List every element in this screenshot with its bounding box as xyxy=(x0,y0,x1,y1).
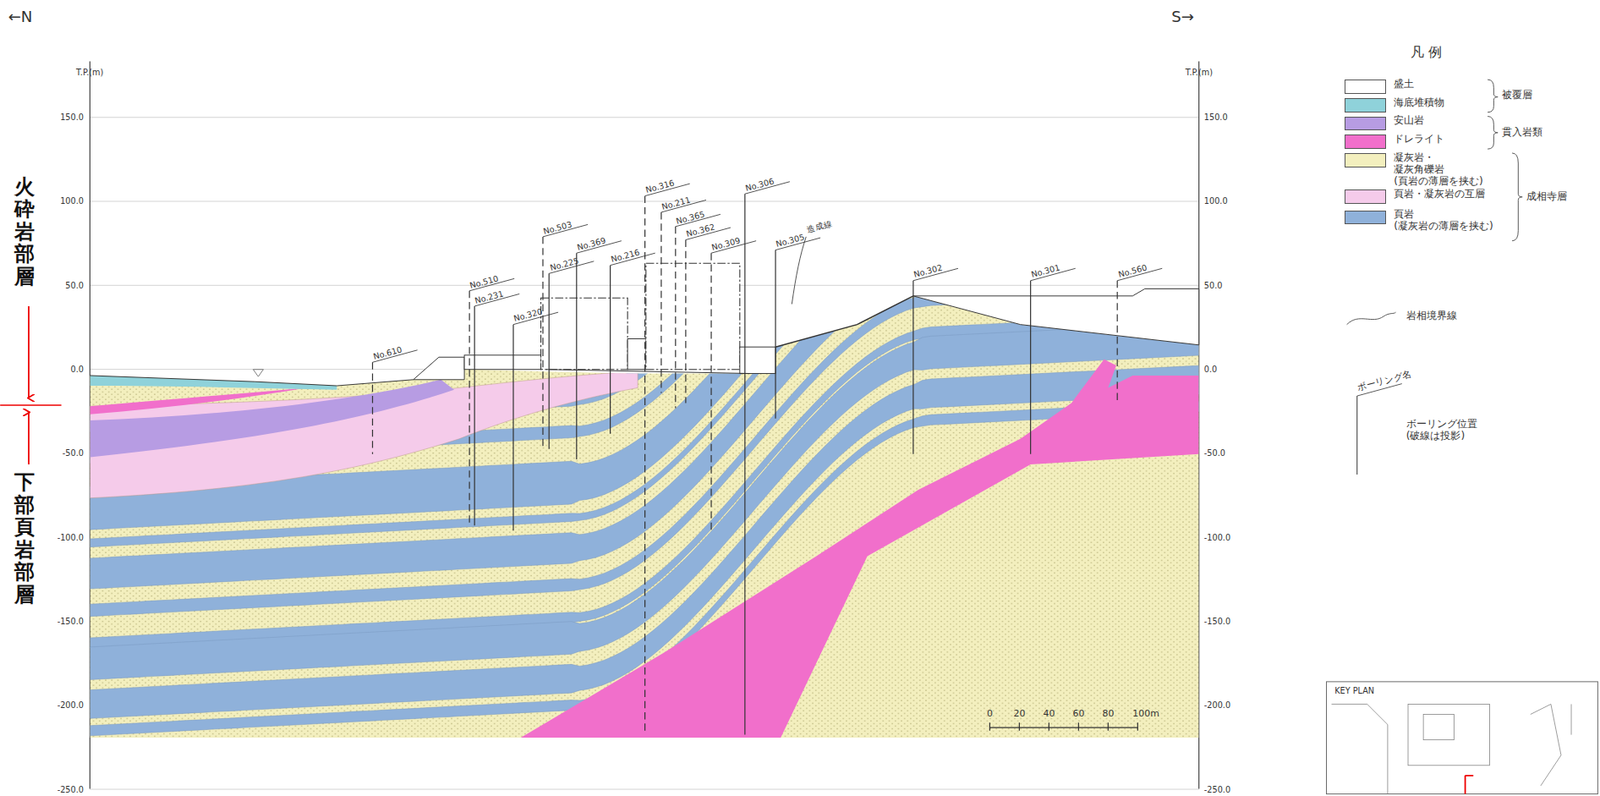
axis-tick: 50.0 xyxy=(65,280,84,291)
scale-label: 20 xyxy=(1013,708,1025,720)
boring-name: No.320 xyxy=(512,306,543,324)
boring-name: No.231 xyxy=(474,288,505,306)
legend-note: ボーリング位置 (破線は投影) xyxy=(1406,418,1478,443)
axis-tick: 0.0 xyxy=(71,364,84,374)
boring-name: No.305 xyxy=(775,232,806,250)
boring-name: No.309 xyxy=(711,235,742,253)
legend-swatch xyxy=(1344,116,1386,132)
axis-tick: 50.0 xyxy=(1204,280,1223,291)
axis-tick: 0.0 xyxy=(1204,364,1217,374)
axis-tick: -250.0 xyxy=(1204,784,1231,795)
legend-text: 盛土 xyxy=(1393,78,1414,91)
axis-tick: -100.0 xyxy=(1204,532,1231,543)
boring-name: No.211 xyxy=(660,194,691,212)
legend-note: 成相寺層 xyxy=(1526,191,1568,203)
unit-label: 下部頁岩部層 xyxy=(14,471,35,606)
axis-tick: 150.0 xyxy=(60,112,84,122)
legend-text: 頁岩・凝灰岩の互層 xyxy=(1393,188,1485,201)
legend-note: 貫入岩類 xyxy=(1501,126,1543,139)
line-label: 造成線 xyxy=(805,219,833,236)
boring-name: No.216 xyxy=(609,247,641,265)
legend-text: 岩相境界線 xyxy=(1406,310,1458,323)
boring-name: No.610 xyxy=(372,344,403,362)
axis-tick: -100.0 xyxy=(57,532,84,543)
axis-tick: -50.0 xyxy=(62,448,84,458)
boring-name: No.369 xyxy=(575,235,607,253)
scale-label: 60 xyxy=(1072,708,1085,720)
boring-name: No.510 xyxy=(469,273,500,291)
axis-tick: 100.0 xyxy=(1204,196,1228,206)
boring-name: No.301 xyxy=(1030,263,1061,280)
boring-name: No.560 xyxy=(1117,263,1148,280)
axis-tick: -200.0 xyxy=(1204,700,1231,710)
boring-name: No.302 xyxy=(912,263,943,280)
legend-text: 凝灰岩・凝灰角礫岩 (頁岩の薄層を挟む) xyxy=(1393,152,1483,188)
boring-name: No.365 xyxy=(674,208,706,226)
axis-tick: 100.0 xyxy=(60,196,84,206)
legend-swatch xyxy=(1344,134,1386,149)
axis-tick: -200.0 xyxy=(57,700,84,710)
legend-text: 頁岩 (凝灰岩の薄層を挟む) xyxy=(1393,208,1493,233)
legend-note: 凡 例 xyxy=(1410,44,1442,61)
scale-label: 100m xyxy=(1132,708,1159,720)
axis-tick: -250.0 xyxy=(57,784,84,795)
boring-name: No.225 xyxy=(548,255,580,273)
axis-tick: 150.0 xyxy=(1204,112,1228,122)
axis-tick: -150.0 xyxy=(57,616,84,626)
direction-label: S→ xyxy=(1171,8,1195,27)
legend-text: ボーリング名 xyxy=(1356,369,1414,395)
axis-title: T.P.(m) xyxy=(76,67,104,77)
axis-tick: -150.0 xyxy=(1204,616,1231,626)
axis-tick: -50.0 xyxy=(1204,448,1226,458)
direction-label: ←N xyxy=(8,8,33,27)
legend-text: 安山岩 xyxy=(1393,115,1425,127)
legend-swatch xyxy=(1344,210,1386,225)
scale-label: 0 xyxy=(986,708,993,720)
legend-note: KEY PLAN xyxy=(1334,685,1375,696)
boring-name: No.306 xyxy=(744,175,775,193)
boring-name: No.316 xyxy=(644,178,675,196)
scale-label: 80 xyxy=(1101,708,1114,720)
scale-label: 40 xyxy=(1042,708,1055,720)
legend-swatch xyxy=(1344,153,1386,168)
legend-text: ドレライト xyxy=(1393,133,1445,146)
legend-swatch xyxy=(1344,189,1386,204)
boring-name: No.503 xyxy=(542,219,573,236)
boring-name: No.362 xyxy=(684,222,716,240)
unit-label: 火砕岩部層 xyxy=(14,175,35,289)
legend-text: 海底堆積物 xyxy=(1393,97,1445,110)
legend-note: 被覆層 xyxy=(1501,89,1533,102)
legend-swatch xyxy=(1344,98,1386,113)
axis-title: T.P.(m) xyxy=(1185,67,1213,77)
legend-swatch xyxy=(1344,79,1386,94)
